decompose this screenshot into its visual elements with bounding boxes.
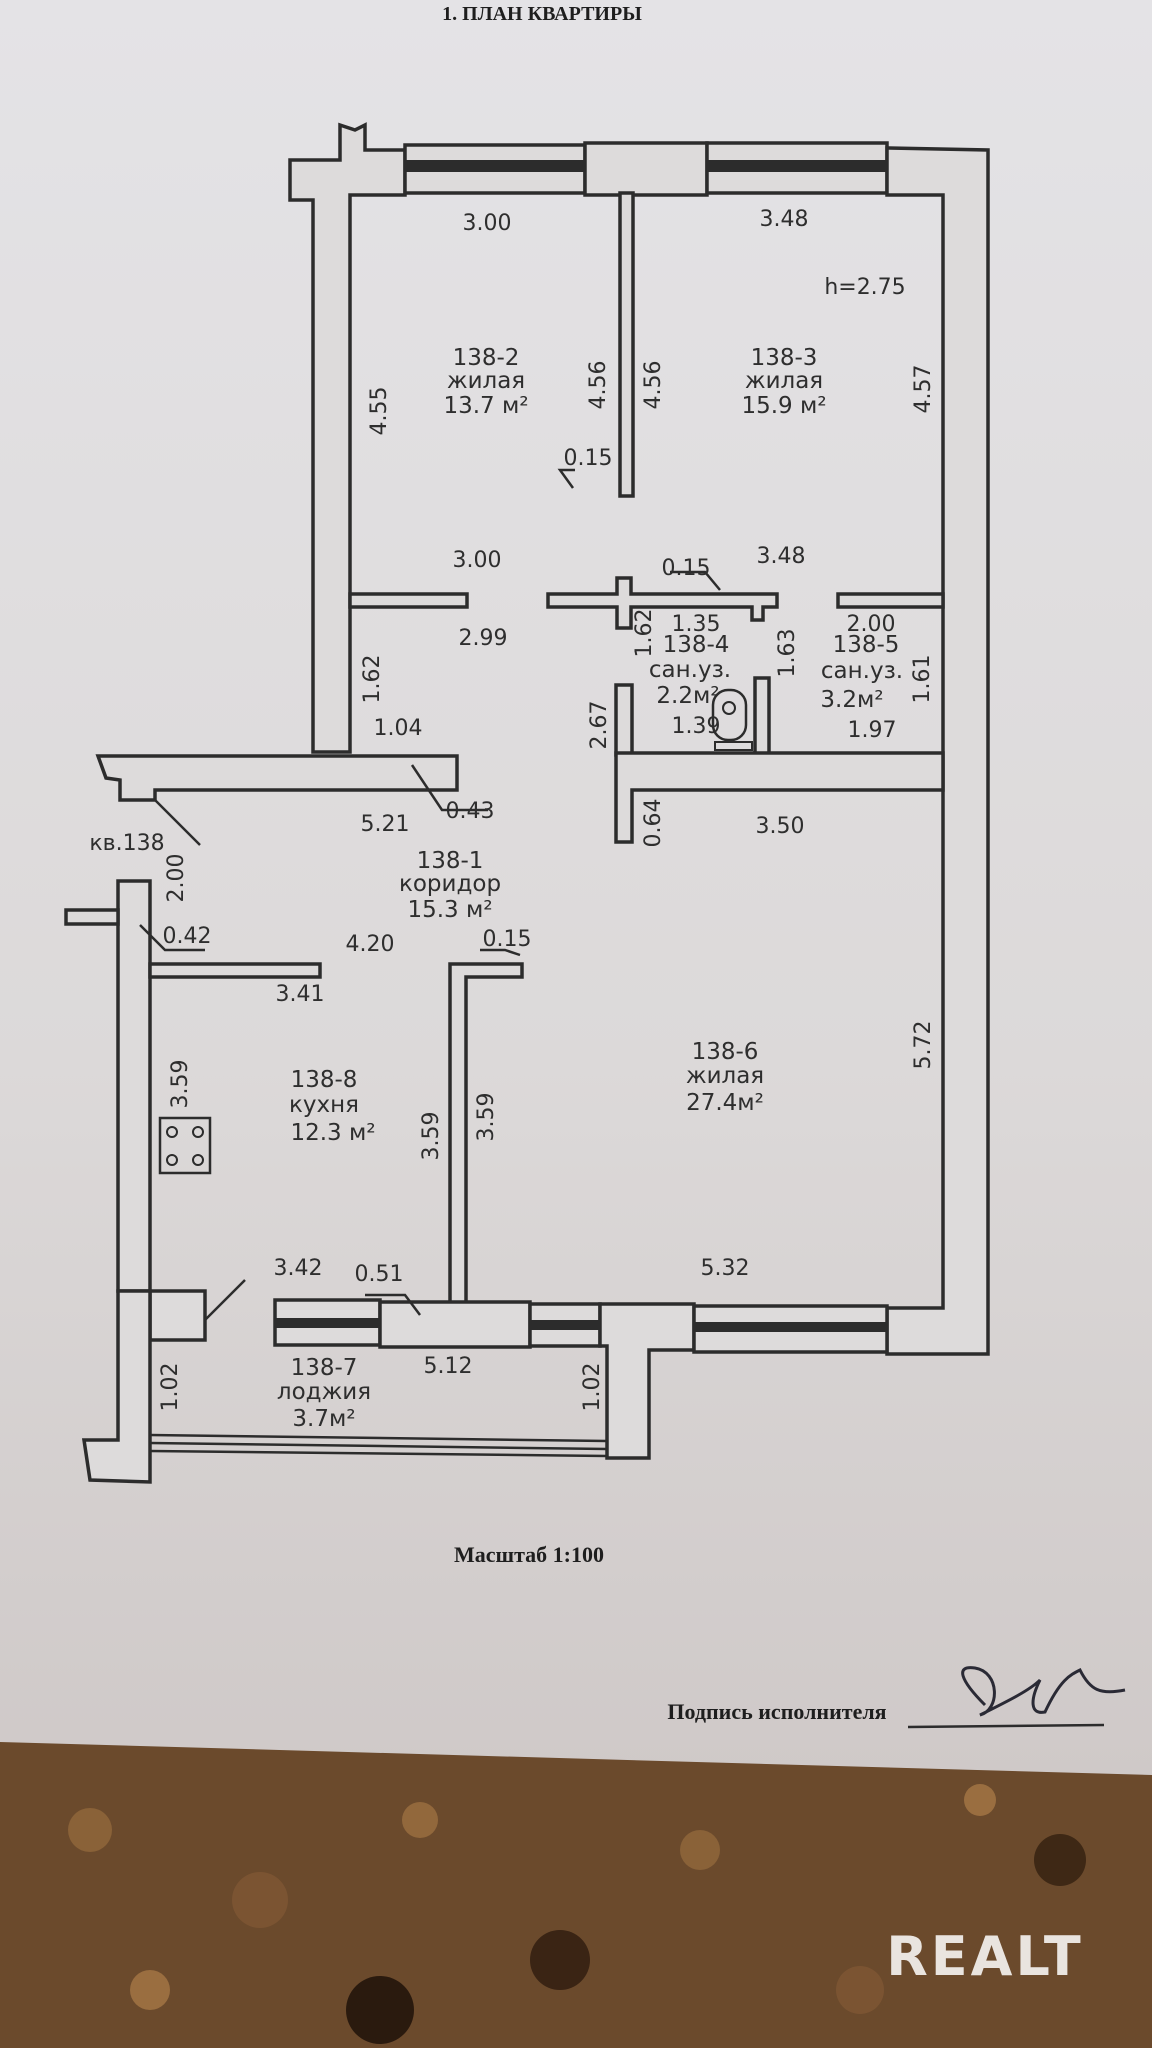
- room-name: лоджия: [277, 1379, 371, 1405]
- dimension-label: 0.43: [446, 799, 495, 824]
- dimension-label: 4.20: [346, 932, 395, 957]
- dimension-label: 1.39: [672, 714, 721, 739]
- dimension-label: 2.67: [587, 701, 612, 750]
- room-name: сан.уз.: [649, 657, 731, 683]
- dimension-label: 1.04: [374, 716, 423, 741]
- toilet-icon: [711, 688, 748, 742]
- room-138-5: 138-5 сан.уз. 3.2м²: [820, 632, 903, 713]
- room-id: 138-4: [663, 632, 730, 658]
- room-id: 138-8: [291, 1067, 358, 1093]
- room-name: кухня: [289, 1092, 359, 1118]
- room-id: 138-7: [291, 1355, 358, 1381]
- room-name: жилая: [745, 368, 823, 394]
- ceiling-height-label: h=2.75: [824, 275, 905, 300]
- dimension-label: 5.12: [424, 1354, 473, 1379]
- dimension-label: 3.48: [760, 207, 809, 232]
- dimension-label: 0.42: [163, 924, 212, 949]
- dimension-label: 0.64: [641, 799, 666, 848]
- room-id: 138-2: [453, 345, 520, 371]
- dimension-label: 3.00: [453, 548, 502, 573]
- room-area: 3.2м²: [820, 687, 883, 713]
- stove-icon: [158, 1116, 212, 1175]
- dimension-label: 0.51: [355, 1262, 404, 1287]
- dimension-label: 4.55: [367, 387, 392, 436]
- dimension-label: 2.00: [164, 854, 189, 903]
- room-area: 2.2м²: [656, 683, 719, 709]
- dimension-label: 1.02: [158, 1363, 183, 1412]
- room-138-8: 138-8 кухня 12.3 м²: [289, 1067, 376, 1146]
- room-id: 138-3: [751, 345, 818, 371]
- signature-line: [907, 1723, 1105, 1729]
- dimension-label: 3.48: [757, 544, 806, 569]
- room-name: сан.уз.: [821, 658, 903, 684]
- dimension-label: 5.32: [701, 1256, 750, 1281]
- dimension-label: 2.99: [459, 626, 508, 651]
- dimension-label: 3.50: [756, 814, 805, 839]
- room-138-4: 138-4 сан.уз. 2.2м²: [649, 632, 731, 709]
- dimension-label: 1.61: [910, 655, 935, 704]
- dimension-label: 3.59: [474, 1093, 499, 1142]
- dimension-label: 3.42: [274, 1256, 323, 1281]
- room-area: 15.3 м²: [407, 897, 492, 923]
- room-id: 138-5: [833, 632, 900, 658]
- dimension-label: 2.00: [847, 612, 896, 637]
- room-138-6: 138-6 жилая 27.4м²: [686, 1039, 764, 1116]
- dimension-label: 1.62: [360, 655, 385, 704]
- room-area: 12.3 м²: [290, 1120, 375, 1146]
- room-138-3: 138-3 жилая 15.9 м²: [741, 345, 826, 419]
- room-138-1: 138-1 коридор 15.3 м²: [399, 848, 501, 923]
- leader-lines: [139, 468, 721, 1321]
- signature: [961, 1666, 1126, 1717]
- dimension-label: 3.00: [463, 211, 512, 236]
- dimension-label: 1.62: [632, 609, 657, 658]
- room-name: жилая: [686, 1063, 764, 1089]
- room-name: жилая: [447, 368, 525, 394]
- room-138-7: 138-7 лоджия 3.7м²: [277, 1355, 371, 1432]
- room-name: коридор: [399, 871, 501, 897]
- dimension-label: 4.56: [586, 361, 611, 410]
- apartment-label: кв.138: [89, 831, 164, 856]
- dimension-label: 1.02: [580, 1363, 605, 1412]
- dimension-label: 1.63: [775, 629, 800, 678]
- plan-title: 1. ПЛАН КВАРТИРЫ: [442, 3, 642, 25]
- dimension-label: 3.59: [168, 1060, 193, 1109]
- dimension-label: 5.21: [361, 812, 410, 837]
- dimension-label: 0.15: [483, 927, 532, 952]
- room-138-2: 138-2 жилая 13.7 м²: [443, 345, 528, 419]
- dimension-label: 3.41: [276, 982, 325, 1007]
- room-id: 138-6: [692, 1039, 759, 1065]
- dimension-label: 4.57: [911, 365, 936, 414]
- dimension-label: 0.15: [564, 446, 613, 471]
- dimension-label: 0.15: [662, 556, 711, 581]
- dimension-label: 5.72: [911, 1021, 936, 1070]
- dimension-label: 1.97: [848, 718, 897, 743]
- dimension-label: 3.59: [419, 1112, 444, 1161]
- room-area: 15.9 м²: [741, 393, 826, 419]
- walls: [64, 122, 990, 1484]
- dimension-label: 4.56: [641, 361, 666, 410]
- dimension-label: 1.35: [672, 612, 721, 637]
- cork-background: [0, 1740, 1152, 2048]
- room-area: 13.7 м²: [443, 393, 528, 419]
- dimension-labels: 3.00 3.48 4.55 4.56 4.56 4.57 0.15 3.00 …: [158, 207, 936, 1411]
- room-area: 27.4м²: [686, 1090, 764, 1116]
- realt-watermark: REALT: [886, 1925, 1084, 1988]
- room-id: 138-1: [417, 848, 484, 874]
- room-area: 3.7м²: [292, 1406, 355, 1432]
- scale-label: Масштаб 1:100: [454, 1542, 604, 1567]
- signature-label: Подпись исполнителя: [667, 1699, 886, 1724]
- svg-text:REALT: REALT: [886, 1925, 1084, 1988]
